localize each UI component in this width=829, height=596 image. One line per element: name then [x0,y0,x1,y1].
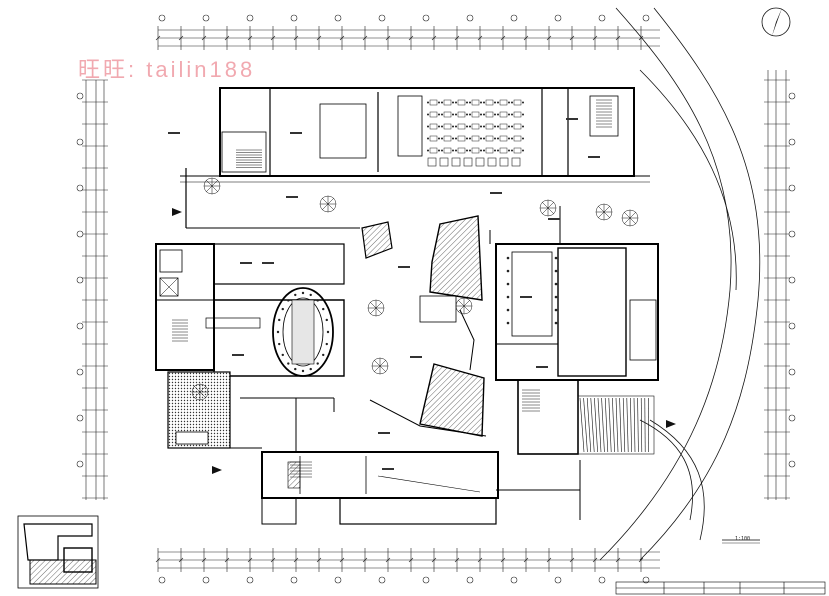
bottom-dimension-ticks [155,548,644,572]
title-block [615,581,826,595]
key-plan [17,515,99,589]
upper-building [180,87,650,228]
tree-icon [191,177,639,401]
corridor-walls [186,206,581,520]
grid-axis-bubbles [76,14,796,584]
top-dimension-lines [158,29,660,47]
side-dimension-ticks [82,79,790,499]
left-dimension-lines [85,80,105,500]
entrance-arrow-icon [172,208,676,474]
left-wing [155,243,345,377]
central-atrium [361,215,487,437]
north-arrow-icon [761,7,791,37]
room-label-marks [168,118,600,470]
drawing-title [722,539,760,544]
curved-road [599,7,761,561]
top-dimension-ticks [155,26,644,50]
hall-tables [506,256,558,325]
garden-area [167,371,231,449]
right-dimension-lines [767,70,787,500]
dining-tables [427,99,524,167]
oval-meeting-room [272,287,334,377]
bottom-dimension-lines [158,551,660,569]
oval-chairs [276,291,330,373]
watermark-text: 旺旺: tailin188 [78,57,256,82]
drawing-scale: 1:100 [735,536,751,542]
lower-building [261,451,499,525]
